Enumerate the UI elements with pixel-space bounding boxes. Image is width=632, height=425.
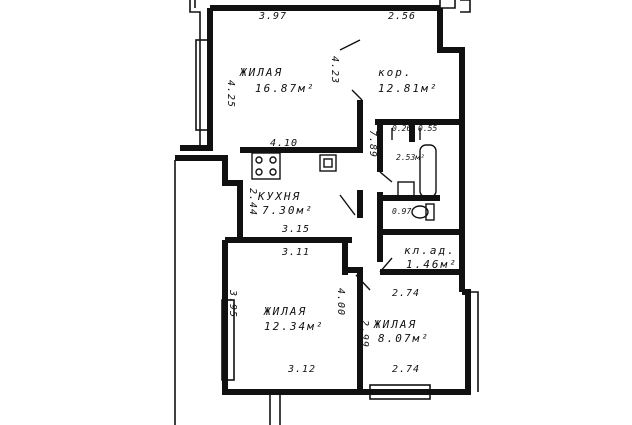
toilet: [411, 203, 435, 221]
dim-living-top-bottom: 4.10: [270, 138, 298, 149]
bath-area: 2.53м²: [396, 153, 425, 162]
dim-bottom-left-top: 3.11: [281, 247, 310, 258]
building-outline: [174, 0, 479, 425]
dim-bottom-right-top: 2.74: [392, 288, 420, 299]
dim-living-top-height-right: 4.23: [329, 56, 340, 84]
living-bottom-left-name: ЖИЛАЯ: [263, 305, 307, 318]
living-bottom-right-name: ЖИЛАЯ: [373, 318, 417, 331]
corridor-area: 12.81м²: [378, 82, 438, 95]
washbasin: [397, 181, 415, 197]
dim-bottom-right-width: 2.74: [392, 364, 420, 375]
interior-walls: [240, 100, 462, 392]
living-bottom-left-area: 12.34м²: [264, 320, 324, 333]
dim-bottom-left-height: 3.95: [227, 289, 238, 318]
dim-bottom-right-height: 2.99: [359, 320, 370, 348]
corridor-name: кор.: [378, 66, 413, 79]
kitchen-area: 7.30м²: [262, 204, 314, 217]
outer-walls: [175, 5, 471, 395]
wc1-area: 0.26: [392, 124, 411, 133]
kitchen-sink: [319, 154, 337, 172]
windows: [195, 39, 431, 400]
wash-area: 0.97: [392, 207, 411, 216]
dim-kitchen-width: 3.15: [281, 224, 310, 235]
storage-name: кл.ад.: [404, 244, 456, 257]
dim-corridor-height: 7.89: [367, 130, 378, 158]
bathtub: [419, 144, 437, 198]
living-bottom-right-area: 8.07м²: [378, 332, 430, 345]
kitchen-name: КУХНЯ: [257, 190, 301, 203]
wc2-area: 0.55: [418, 124, 437, 133]
kitchen-stove: [251, 152, 281, 180]
living-top-name: ЖИЛАЯ: [239, 66, 283, 79]
dim-living-top-height: 4.25: [225, 80, 236, 108]
storage-area: 1.46м²: [406, 258, 458, 271]
doors: [339, 39, 421, 291]
dim-top-right-width: 2.56: [388, 11, 416, 22]
dim-kitchen-height: 2.44: [247, 188, 258, 216]
dim-bottom-mid-height: 4.00: [335, 288, 346, 316]
living-top-area: 16.87м²: [255, 82, 315, 95]
dim-top-left-width: 3.97: [258, 11, 287, 22]
dim-bottom-left-width: 3.12: [287, 364, 316, 375]
